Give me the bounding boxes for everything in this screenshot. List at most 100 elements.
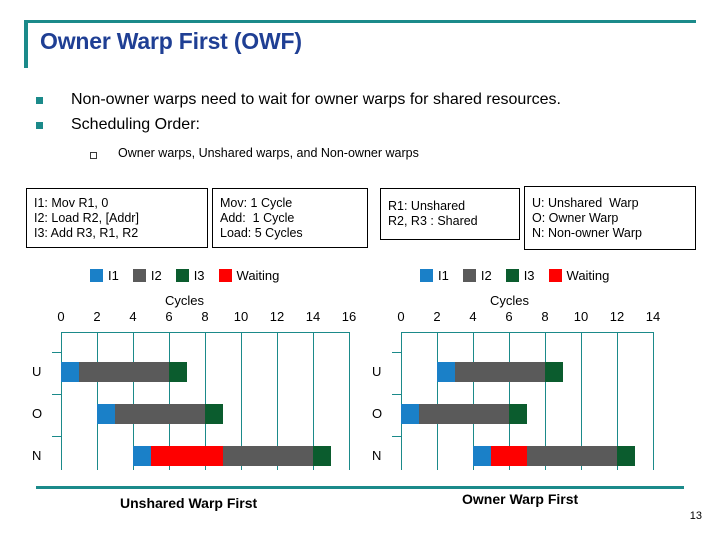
legend-label-i3: I3 xyxy=(523,268,535,283)
gridline xyxy=(61,332,62,470)
gridline xyxy=(349,332,350,470)
gantt-bar-u-i1 xyxy=(61,362,79,382)
y-tick-mark xyxy=(52,436,61,437)
gridline xyxy=(509,332,510,470)
gantt-bar-n-i2 xyxy=(223,446,313,466)
x-tick-label: 12 xyxy=(609,309,625,324)
legend-label-waiting: Waiting xyxy=(236,268,280,283)
gantt-bar-o-i3 xyxy=(509,404,527,424)
gantt-bar-o-i1 xyxy=(97,404,115,424)
gridline xyxy=(169,332,170,470)
gantt-bar-u-i3 xyxy=(169,362,187,382)
instructions-line-2: I2: Load R2, [Addr] xyxy=(34,210,139,225)
y-tick-mark xyxy=(52,352,61,353)
gantt-bar-n-waiting xyxy=(151,446,223,466)
x-tick-label: 2 xyxy=(93,309,101,324)
x-tick-label: 4 xyxy=(469,309,477,324)
square-bullet-icon xyxy=(36,122,43,129)
hollow-square-bullet-icon xyxy=(90,152,97,159)
warp-legend-line-1: U: Unshared Warp xyxy=(532,195,639,210)
legend-swatch-waiting-icon xyxy=(218,269,232,282)
legend-swatch-waiting-icon xyxy=(548,269,562,282)
gantt-bar-u-i1 xyxy=(437,362,455,382)
x-axis-label-left: Cycles xyxy=(165,293,205,308)
legend-item-i1: I1 xyxy=(420,269,449,282)
gantt-bar-o-i2 xyxy=(115,404,205,424)
registers-box: R1: Unshared R2, R3 : Shared xyxy=(380,188,520,240)
y-tick-mark xyxy=(52,394,61,395)
x-tick-label: 6 xyxy=(505,309,513,324)
gridline xyxy=(313,332,314,470)
y-tick-mark xyxy=(392,394,401,395)
gridline xyxy=(97,332,98,470)
legend-swatch-i1-icon xyxy=(420,269,433,282)
gridline xyxy=(617,332,618,470)
latency-line-1: Mov: 1 Cycle xyxy=(220,195,293,210)
legend-swatch-i2-icon xyxy=(462,269,476,282)
x-tick-label: 14 xyxy=(645,309,661,324)
gridline xyxy=(205,332,206,470)
legend-label-i3: I3 xyxy=(193,268,205,283)
gantt-bar-u-i2 xyxy=(79,362,169,382)
legend-item-i3: I3 xyxy=(175,268,205,283)
square-bullet-icon xyxy=(36,97,43,104)
title-left-accent-bar xyxy=(24,20,28,68)
legend-item-i3: I3 xyxy=(505,268,535,283)
title-top-rule xyxy=(24,20,696,23)
x-tick-label: 16 xyxy=(341,309,357,324)
bullet-item-1-label: Non-owner warps need to wait for owner w… xyxy=(71,91,561,108)
x-tick-label: 8 xyxy=(201,309,209,324)
sub-bullet-item-1-label: Owner warps, Unshared warps, and Non-own… xyxy=(118,146,419,160)
gantt-bar-o-i3 xyxy=(205,404,223,424)
legend-item-i1: I1 xyxy=(90,269,119,282)
legend-item-i2: I2 xyxy=(132,268,162,283)
gridline xyxy=(401,332,402,470)
x-tick-label: 0 xyxy=(57,309,65,324)
legend-swatch-i3-icon xyxy=(175,269,189,282)
warp-legend-line-3: N: Non-owner Warp xyxy=(532,225,642,240)
gridline xyxy=(133,332,134,470)
legend-swatch-i3-icon xyxy=(505,269,519,282)
y-tick-mark xyxy=(392,436,401,437)
caption-unshared-warp-first: Unshared Warp First xyxy=(120,495,258,511)
legend-label-i2: I2 xyxy=(150,268,162,283)
gantt-bar-u-i2 xyxy=(455,362,545,382)
legend-item-waiting: Waiting xyxy=(548,268,610,283)
row-label-u: U xyxy=(372,364,382,379)
instructions-line-3: I3: Add R3, R1, R2 xyxy=(34,225,139,240)
legend-swatch-i1-icon xyxy=(90,269,103,282)
warp-legend-line-2: O: Owner Warp xyxy=(532,210,619,225)
x-axis-label-right: Cycles xyxy=(490,293,530,308)
page-title: Owner Warp First (OWF) xyxy=(40,28,302,54)
legend-swatch-i2-icon xyxy=(132,269,146,282)
bullet-item-2: Scheduling Order: xyxy=(36,117,200,133)
x-tick-label: 6 xyxy=(165,309,173,324)
gantt-bar-n-waiting xyxy=(491,446,527,466)
gridline xyxy=(545,332,546,470)
gantt-bar-n-i2 xyxy=(527,446,617,466)
gridline xyxy=(437,332,438,470)
legend-label-i1: I1 xyxy=(108,268,119,283)
chart-legend-left: I1 I2 I3 Waiting xyxy=(90,269,293,282)
gantt-bar-u-i3 xyxy=(545,362,563,382)
y-tick-mark xyxy=(392,352,401,353)
legend-label-waiting: Waiting xyxy=(566,268,610,283)
instructions-box: I1: Mov R1, 0 I2: Load R2, [Addr] I3: Ad… xyxy=(26,188,208,248)
gridline xyxy=(241,332,242,470)
gridline xyxy=(277,332,278,470)
row-label-n: N xyxy=(372,448,382,463)
gantt-bar-n-i3 xyxy=(313,446,331,466)
gantt-bar-n-i1 xyxy=(133,446,151,466)
latency-line-3: Load: 5 Cycles xyxy=(220,225,303,240)
gridline xyxy=(473,332,474,470)
latency-box: Mov: 1 Cycle Add: 1 Cycle Load: 5 Cycles xyxy=(212,188,368,248)
legend-item-waiting: Waiting xyxy=(218,268,280,283)
x-tick-label: 14 xyxy=(305,309,321,324)
x-tick-label: 12 xyxy=(269,309,285,324)
gantt-bar-o-i1 xyxy=(401,404,419,424)
